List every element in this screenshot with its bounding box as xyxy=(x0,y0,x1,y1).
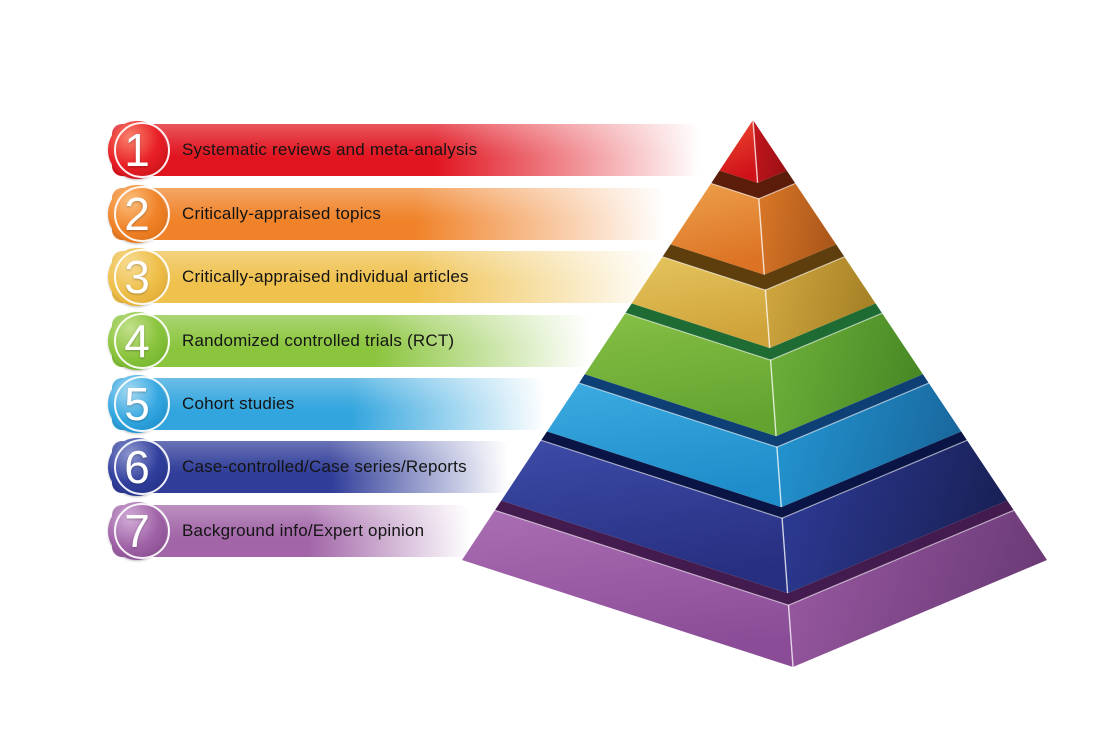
level-badge-3: 3 xyxy=(108,248,170,306)
pyramid-ridge-highlight xyxy=(758,198,765,276)
pyramid-face-right-2 xyxy=(758,183,837,275)
level-label: Critically-appraised topics xyxy=(182,204,382,223)
pyramid-face-left-5 xyxy=(547,383,782,508)
level-badge-1: 1 xyxy=(108,121,170,179)
pyramid-rim-4 xyxy=(625,303,883,361)
pyramid-face-left-2 xyxy=(670,183,765,275)
level-badge-7: 7 xyxy=(108,502,170,560)
pyramid-ridge-highlight xyxy=(769,359,777,437)
level-badge-4: 4 xyxy=(108,312,170,370)
pyramid-face-right-7 xyxy=(788,510,1047,667)
pyramid-face-left-7 xyxy=(462,510,793,667)
level-row-4: Randomized controlled trials (RCT) xyxy=(112,315,590,367)
pyramid-face-left-4 xyxy=(584,313,777,437)
pyramid-face-left-3 xyxy=(631,256,770,349)
pyramid-ridge-highlight xyxy=(752,119,759,184)
pyramid-face-left-6 xyxy=(501,440,788,594)
level-label: Cohort studies xyxy=(182,394,295,413)
pyramid-rim-5 xyxy=(579,374,929,448)
pyramid-face-right-4 xyxy=(770,313,923,437)
level-row-2: Critically-appraised topics xyxy=(112,188,665,240)
level-badge-5: 5 xyxy=(108,375,170,433)
level-label: Background info/Expert opinion xyxy=(182,521,425,540)
pyramid-ridge-highlight xyxy=(787,604,794,668)
level-label: Critically-appraised individual articles xyxy=(182,267,469,286)
pyramid-rim-3 xyxy=(662,244,845,291)
pyramid-face-right-3 xyxy=(765,256,876,349)
pyramid-ridge-highlight xyxy=(764,289,771,349)
level-label: Systematic reviews and meta-analysis xyxy=(182,140,478,159)
level-badge-6: 6 xyxy=(108,438,170,496)
level-row-5: Cohort studies xyxy=(112,378,545,430)
level-label: Case-controlled/Case series/Reports xyxy=(182,457,467,476)
level-badge-2: 2 xyxy=(108,185,170,243)
pyramid-face-left-1 xyxy=(719,120,758,183)
pyramid-ridge-highlight xyxy=(776,446,782,508)
level-row-1: Systematic reviews and meta-analysis xyxy=(112,124,700,176)
level-label: Randomized controlled trials (RCT) xyxy=(182,331,455,350)
pyramid-face-right-5 xyxy=(776,383,962,508)
pyramid-rim-7 xyxy=(494,500,1014,606)
pyramid-rim-6 xyxy=(541,431,967,519)
pyramid-ridge-highlight xyxy=(781,517,789,594)
pyramid-face-right-6 xyxy=(782,440,1008,594)
level-row-7: Background info/Expert opinion xyxy=(112,505,470,557)
level-row-6: Case-controlled/Case series/Reports xyxy=(112,441,508,493)
pyramid-face-right-1 xyxy=(753,120,787,183)
level-row-3: Critically-appraised individual articles xyxy=(112,251,660,303)
